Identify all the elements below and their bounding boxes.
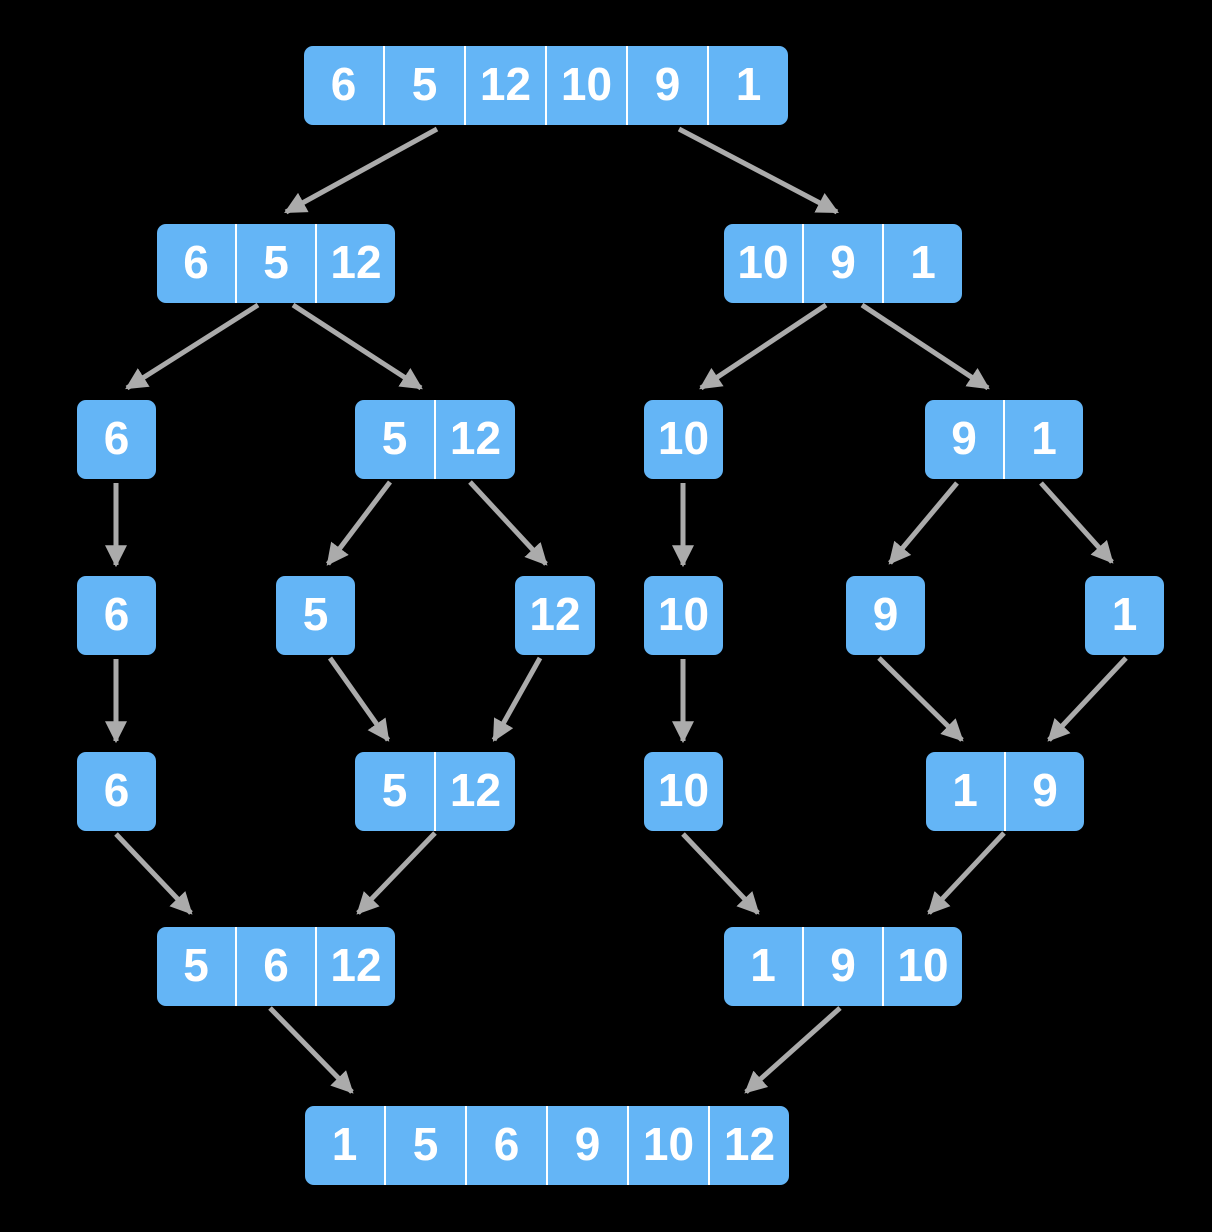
array-cell: 9 (872, 588, 899, 640)
arrow-n3-to-n7 (860, 302, 990, 391)
arrow-n2-to-n4 (125, 302, 260, 391)
array-cell: 10 (657, 764, 710, 816)
array-cell: 10 (657, 588, 710, 640)
array-cell: 5 (381, 764, 408, 816)
array-cell: 9 (951, 412, 977, 464)
array-node-n5: 5 12 (355, 400, 515, 479)
array-cell: 6 (103, 588, 130, 640)
array-cell: 10 (737, 236, 789, 288)
array-cell: 12 (529, 588, 581, 640)
array-node-n10: 12 (515, 576, 595, 655)
array-node-n6: 10 (644, 400, 723, 479)
array-node-n14: 6 (77, 752, 156, 831)
array-node-n11: 10 (644, 576, 723, 655)
array-cell: 12 (315, 927, 395, 1006)
arrow-n17-to-n19 (927, 831, 1006, 915)
array-cell: 9 (802, 927, 882, 1006)
arrow-n10-to-n15 (491, 656, 543, 742)
array-cell: 1 (707, 46, 788, 125)
array-node-n13: 1 (1085, 576, 1164, 655)
array-cell: 5 (381, 412, 408, 464)
arrow-n1-to-n3 (677, 126, 839, 215)
arrow-n13-to-n17 (1047, 656, 1128, 742)
array-cell: 10 (627, 1106, 708, 1185)
arrow-n7-to-n12 (888, 481, 959, 565)
array-node-n4: 6 (77, 400, 156, 479)
arrow-n12-to-n17 (877, 656, 964, 742)
array-cell: 1 (1003, 400, 1083, 479)
arrow-n3-to-n6 (699, 302, 828, 391)
array-node-n9: 5 (276, 576, 355, 655)
array-cell: 1 (882, 224, 962, 303)
arrow-n15-to-n18 (356, 831, 437, 915)
array-cell: 5 (235, 224, 315, 303)
array-node-n12: 9 (846, 576, 925, 655)
array-cell: 5 (302, 588, 329, 640)
arrow-n9-to-n15 (327, 656, 391, 742)
array-cell: 5 (383, 46, 464, 125)
arrow-n1-to-n2 (284, 126, 439, 215)
array-cell: 9 (546, 1106, 627, 1185)
array-cell: 1 (331, 1118, 358, 1170)
array-cell: 9 (626, 46, 707, 125)
array-cell: 6 (330, 58, 357, 110)
array-cell: 12 (434, 400, 515, 479)
array-cell: 6 (183, 236, 209, 288)
array-node-n8: 6 (77, 576, 156, 655)
array-cell: 9 (802, 224, 882, 303)
array-cell: 1 (1111, 588, 1138, 640)
array-cell: 10 (882, 927, 962, 1006)
arrow-n5-to-n10 (468, 480, 548, 566)
array-node-n15: 5 12 (355, 752, 515, 831)
array-cell: 6 (235, 927, 315, 1006)
array-cell: 5 (183, 939, 209, 991)
array-cell: 12 (434, 752, 515, 831)
arrow-n5-to-n9 (326, 480, 392, 566)
arrow-n19-to-n20 (744, 1006, 842, 1094)
arrow-n14-to-n18 (114, 832, 193, 915)
array-node-n16: 10 (644, 752, 723, 831)
array-cell: 9 (1004, 752, 1084, 831)
array-cell: 10 (657, 412, 710, 464)
array-cell: 1 (750, 939, 776, 991)
arrow-n16-to-n19 (681, 832, 760, 915)
arrow-n7-to-n13 (1039, 481, 1114, 564)
array-cell: 6 (103, 764, 130, 816)
array-cell: 12 (464, 46, 545, 125)
array-cell: 6 (103, 412, 130, 464)
arrow-n2-to-n5 (291, 302, 423, 391)
array-cell: 6 (465, 1106, 546, 1185)
array-cell: 10 (545, 46, 626, 125)
array-cell: 5 (384, 1106, 465, 1185)
array-cell: 12 (708, 1106, 789, 1185)
array-cell: 12 (315, 224, 395, 303)
array-cell: 1 (952, 764, 978, 816)
arrow-n18-to-n20 (268, 1006, 354, 1094)
